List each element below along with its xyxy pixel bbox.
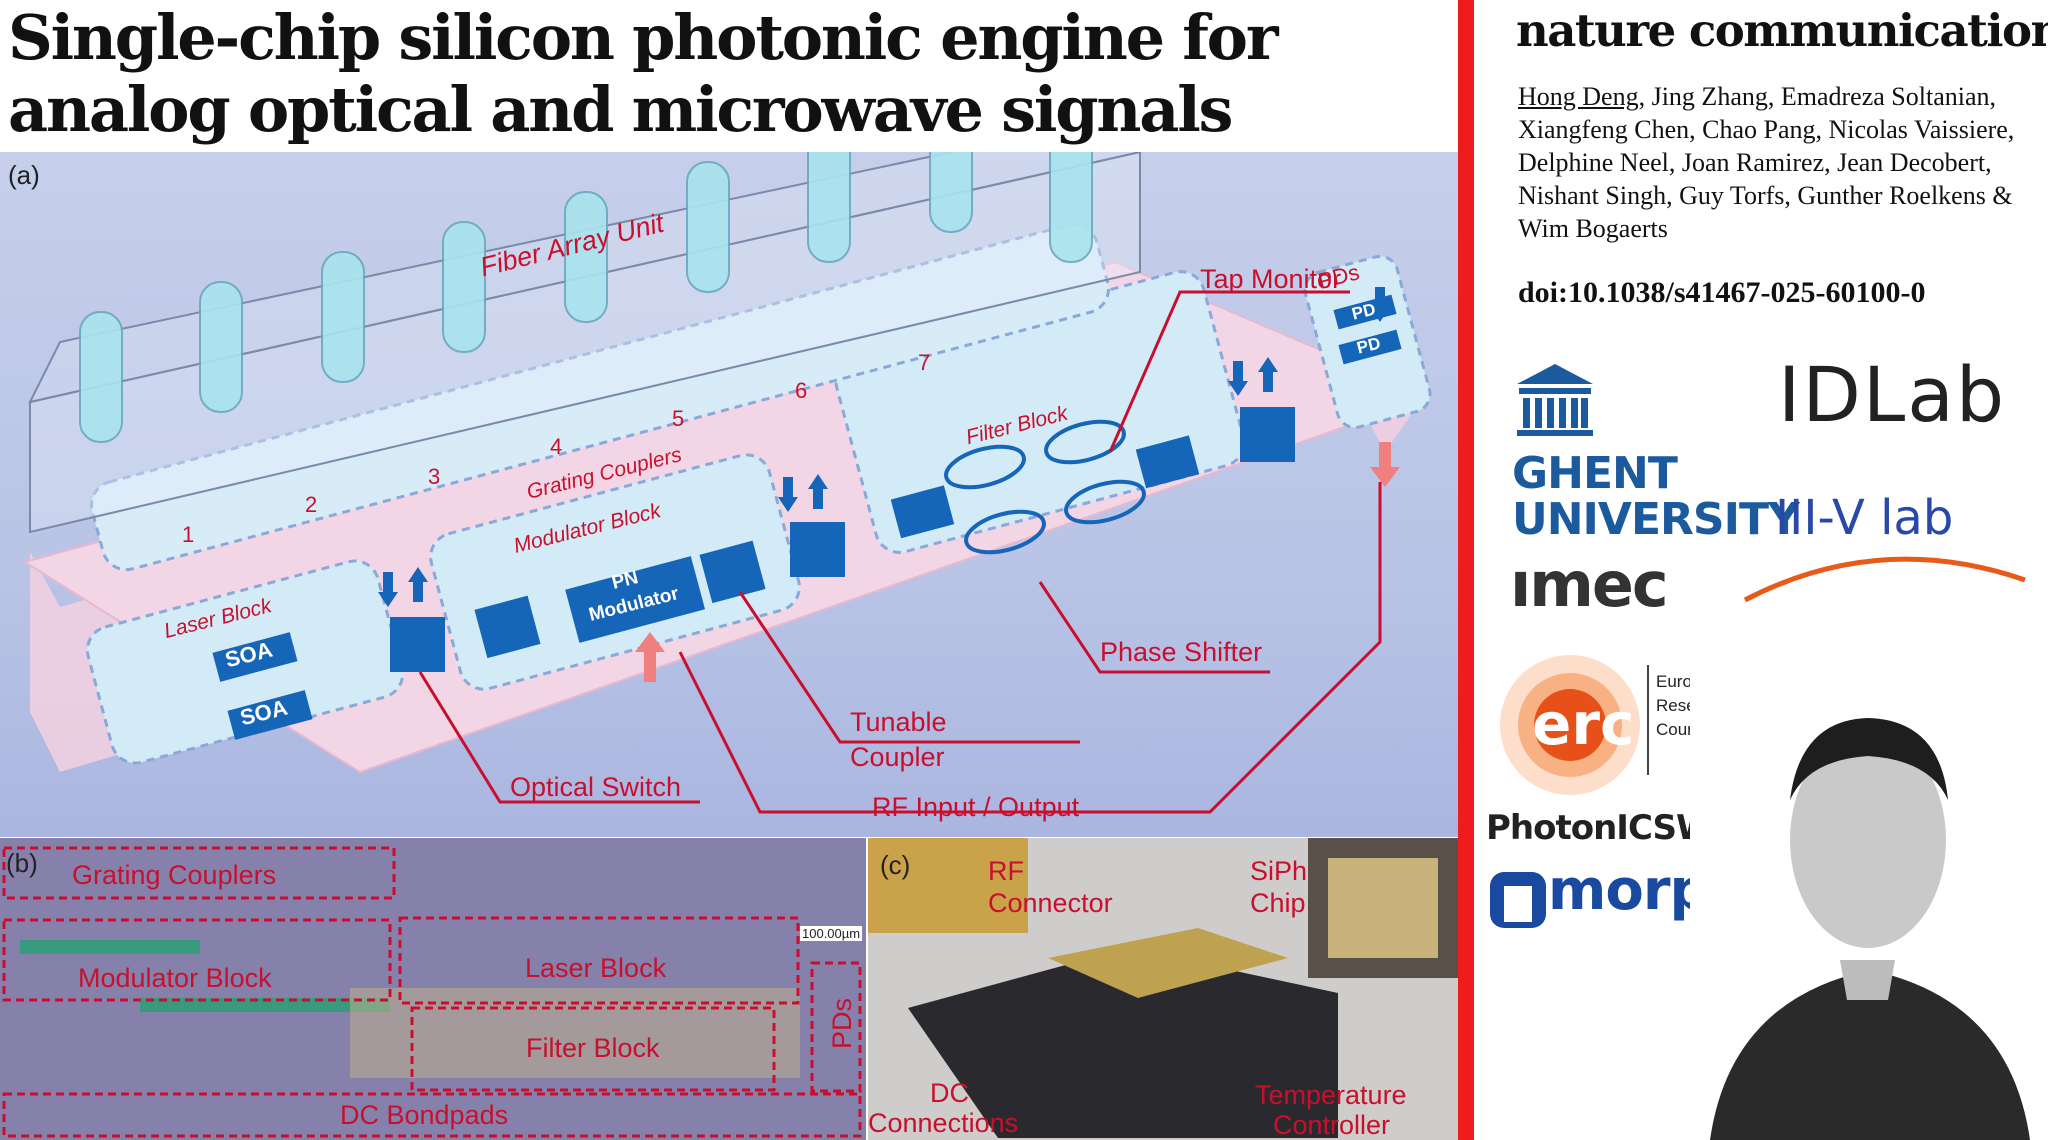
figure-panel-c: (c) RF Connector SiPh Chip DC Connection… — [868, 838, 1458, 1140]
micro-pds-label: PDs — [827, 997, 858, 1050]
ghent-building-icon — [1517, 364, 1593, 436]
ghent-logo-line2: UNIVERSITY — [1512, 494, 1800, 545]
soa-1 — [212, 632, 298, 682]
optical-switch-1 — [390, 617, 445, 672]
red-divider — [1458, 0, 1474, 1140]
filter-rings — [944, 419, 1146, 555]
micro-grating-couplers-label: Grating Couplers — [72, 860, 277, 890]
siph-label: SiPh — [1250, 856, 1308, 886]
scale-bar-label: 100.00µm — [800, 926, 863, 941]
port-6: 6 — [795, 378, 808, 403]
rf-input-arrow — [635, 632, 665, 682]
controller-label: Controller — [1273, 1110, 1391, 1140]
first-author: Hong Deng — [1518, 82, 1639, 111]
dc-label: DC — [930, 1078, 969, 1108]
coupler-label: Coupler — [850, 742, 945, 772]
tap-monitor-label: Tap Monitor — [1200, 264, 1342, 294]
micro-modulator-block-label: Modulator Block — [78, 963, 272, 993]
phase-shifter-label: Phase Shifter — [1100, 637, 1263, 667]
author-photo — [1690, 670, 2048, 1140]
port-3: 3 — [428, 464, 441, 489]
temperature-label: Temperature — [1255, 1080, 1407, 1110]
rf-output-arrow — [1370, 442, 1400, 487]
author-list: Hong Deng, Jing Zhang, Emadreza Soltania… — [1518, 80, 2038, 245]
port-7: 7 — [918, 350, 931, 375]
panel-b-label: (b) — [6, 848, 38, 878]
iiiv-lab-logo: III-V lab — [1775, 490, 1954, 546]
other-authors: , Jing Zhang, Emadreza Soltanian, Xiangf… — [1518, 82, 2015, 243]
micro-dc-bondpads-label: DC Bondpads — [340, 1100, 509, 1130]
connector-label: Connector — [988, 888, 1113, 918]
doi: doi:10.1038/s41467-025-60100-0 — [1518, 276, 1926, 309]
rf-io-label: RF Input / Output — [872, 792, 1080, 822]
optical-switch-3 — [1240, 407, 1295, 462]
grating-row-outline — [89, 222, 1111, 572]
package-photo — [868, 838, 1458, 1140]
tunable-label: Tunable — [850, 707, 947, 737]
ghent-logo-line1: GHENT — [1512, 448, 1678, 499]
pn-modulator-box — [565, 556, 706, 643]
micro-filter-block-label: Filter Block — [526, 1033, 660, 1063]
idlab-logo: IDLab — [1778, 350, 2007, 439]
connections-label: Connections — [868, 1108, 1019, 1138]
leader-lines — [418, 290, 1382, 814]
morphic-icon — [1490, 872, 1546, 928]
panel-c-label: (c) — [880, 850, 911, 880]
panel-a-label: (a) — [8, 160, 40, 190]
port-1: 1 — [182, 522, 195, 547]
paper-title: Single-chip silicon photonic engine for … — [8, 1, 1279, 218]
fibers — [79, 101, 1093, 443]
iiiv-lab-swoosh — [1743, 556, 2026, 603]
micro-laser-block-label: Laser Block — [525, 953, 667, 983]
port-2: 2 — [305, 492, 318, 517]
erc-divider — [1647, 665, 1649, 775]
figure-panel-a: (a) Fiber Array Unit Tap Monitor Grating… — [0, 101, 1458, 837]
chip-micrograph — [0, 838, 866, 1140]
port-4: 4 — [550, 434, 563, 459]
chip-label: Chip — [1250, 888, 1306, 918]
figure-panel-b: (b) Grating Couplers Modulator Block Las… — [0, 838, 866, 1140]
optical-switch-2 — [790, 522, 845, 577]
chip-schematic — [22, 101, 1433, 814]
soa-2 — [227, 690, 313, 740]
rf-label: RF — [988, 856, 1024, 886]
erc-dots-icon — [1500, 655, 1640, 795]
port-5: 5 — [672, 406, 685, 431]
journal-name: nature communications — [1516, 4, 2048, 57]
erc-logo: erc — [1532, 690, 1635, 758]
imec-logo: ımec — [1510, 548, 1669, 621]
optical-switch-label: Optical Switch — [510, 772, 682, 802]
